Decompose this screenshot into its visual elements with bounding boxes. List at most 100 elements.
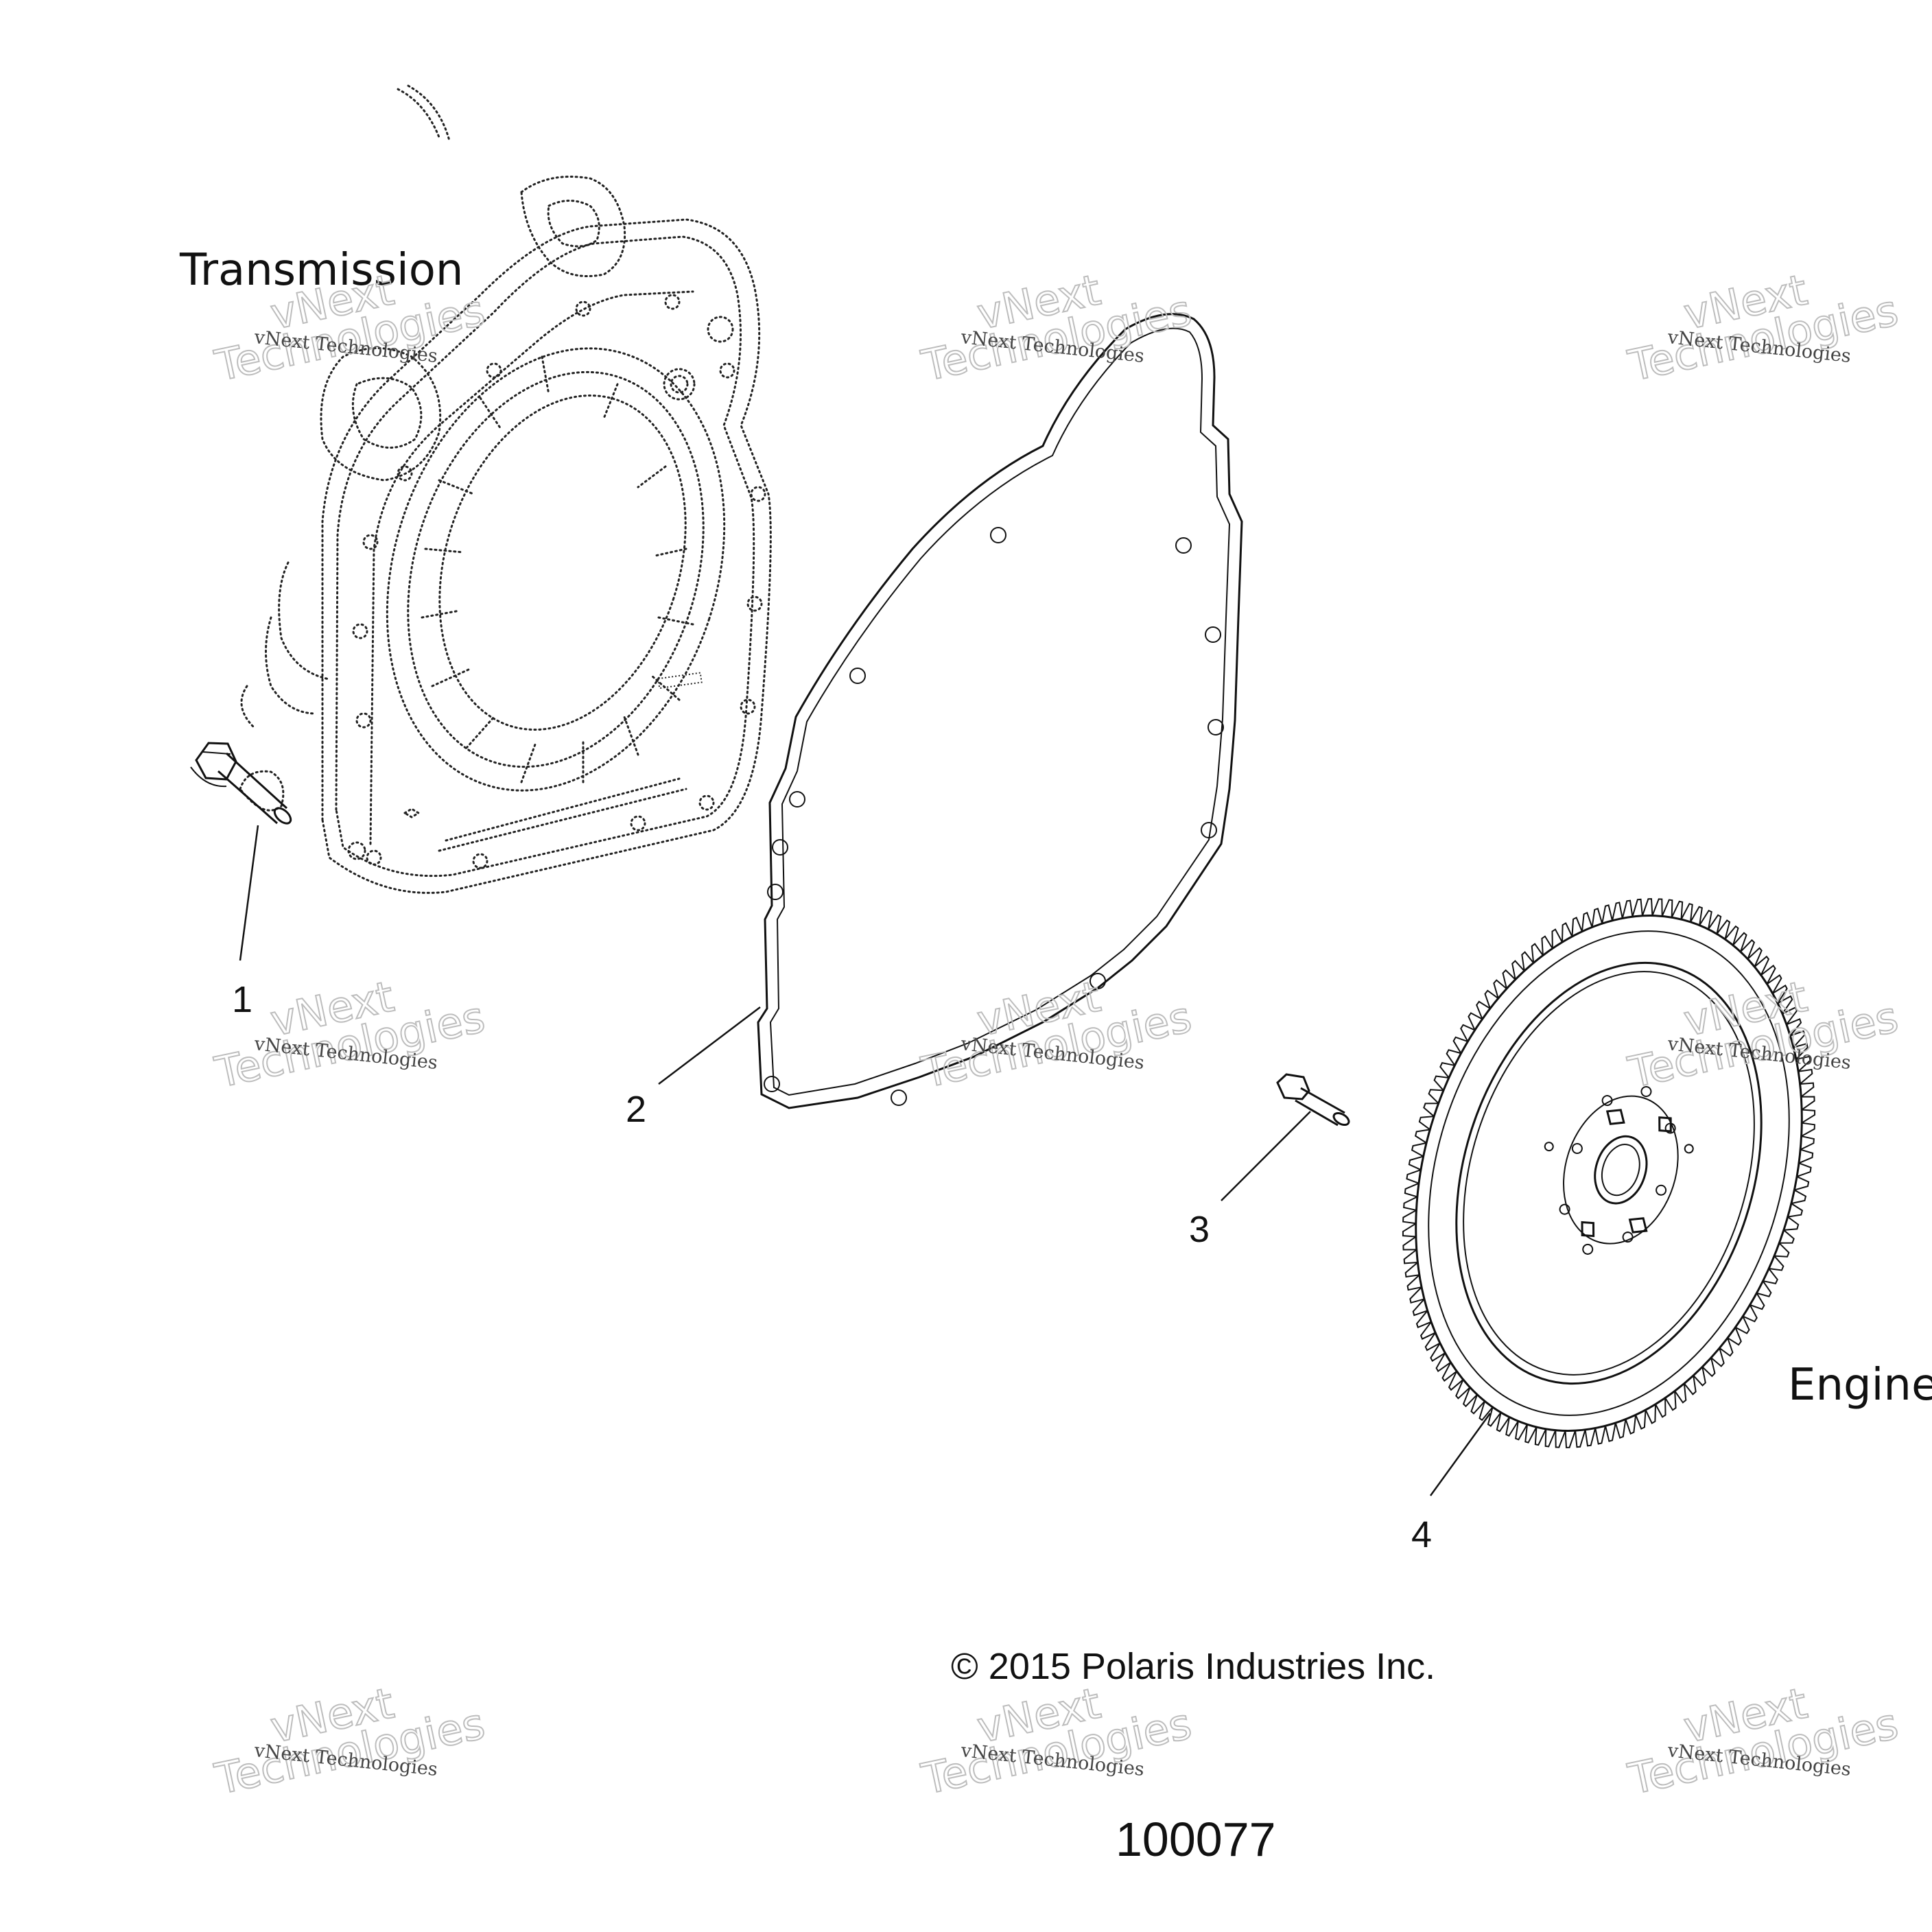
gear-tooth [1581,911,1593,932]
gear-tooth [1402,1223,1417,1238]
gear-tooth [1476,1000,1491,1020]
gear-tooth [1719,1337,1734,1357]
gear-tooth [1756,1280,1772,1297]
gear-tooth [1439,1062,1455,1079]
part-2-gasket [757,313,1243,1109]
gear-tooth [1800,1135,1815,1151]
part-4-flywheel [1402,898,1816,1448]
transmission-housing [239,84,772,894]
gear-tooth [1693,1367,1706,1387]
gear-tooth [1710,1347,1725,1367]
gear-tooth [1798,1068,1813,1085]
callout-4: 4 [1411,1514,1432,1555]
gear-tooth [1769,1255,1784,1271]
gear-tooth [1779,1229,1795,1244]
gear-tooth [1404,1182,1419,1198]
gear-tooth [1433,1075,1449,1092]
leader-1 [239,825,259,961]
gear-tooth [1502,969,1516,989]
gear-tooth [1571,917,1583,937]
gear-tooth [1505,1417,1519,1437]
gear-tooth [1564,1430,1577,1448]
gear-tooth [1418,1116,1435,1131]
gear-tooth [1470,1394,1485,1415]
gear-tooth [1479,1400,1494,1422]
transmission-label: Transmission [179,245,463,296]
gear-tooth [1708,914,1722,934]
gear-tooth [1402,1210,1417,1225]
gear-tooth [1406,1274,1422,1291]
gear-tooth [1424,1332,1441,1352]
gear-tooth [1651,898,1663,917]
engine-label: Engine [1788,1360,1932,1411]
gear-tooth [1796,1162,1812,1177]
gear-tooth [1732,932,1747,952]
gear-tooth [1406,1169,1422,1184]
gear-tooth [1484,989,1499,1009]
gear-tooth [1734,1316,1750,1334]
leader-3 [1221,1111,1311,1201]
gear-tooth [1641,898,1653,917]
watermark-mid-right: vNext Technologies vNext Technologies [1623,971,1903,1098]
gear-tooth [1671,900,1684,920]
gear-tooth [1690,906,1703,926]
gear-tooth [1441,1362,1457,1382]
gear-tooth [1601,904,1613,924]
gear-tooth [1794,1175,1810,1191]
gear-tooth [1419,1321,1436,1340]
gear-tooth [1625,1415,1637,1435]
gear-tooth [1760,965,1776,985]
gear-tooth [1521,951,1534,971]
gear-tooth [1428,1089,1444,1104]
callout-1: 1 [232,979,252,1020]
gear-tooth [1423,1103,1439,1117]
gear-tooth [1790,1030,1806,1048]
gear-tooth [1562,922,1573,943]
gear-tooth [1684,1375,1697,1395]
gear-tooth [1754,955,1770,976]
gear-tooth [1409,1286,1425,1304]
gear-tooth [1801,1122,1815,1137]
watermark-top-right: vNext Technologies vNext Technologies [1623,264,1903,392]
gear-tooth [1468,1012,1483,1030]
gear-tooth [1655,1398,1666,1418]
gear-tooth [1408,1155,1424,1171]
gear-tooth [1511,960,1525,980]
gear-tooth [1791,1189,1807,1205]
gear-tooth [1455,1379,1471,1400]
gear-tooth [1403,1249,1418,1264]
leader-lines [239,825,1492,1496]
gear-tooth [1783,1216,1800,1231]
gear-tooth [1747,947,1763,967]
gear-tooth [1772,984,1788,1004]
gear-tooth [1584,1428,1597,1447]
gear-tooth [1635,1409,1647,1430]
gear-tooth [1786,1018,1802,1037]
gear-tooth [1740,939,1756,960]
gear-tooth [1674,1383,1687,1404]
gear-tooth [1415,1310,1432,1328]
part-1-flange-bolt [190,742,292,825]
gear-tooth [1716,919,1731,940]
gear-tooth [1411,1142,1427,1157]
part-3-flywheel-bolt [1276,1073,1350,1127]
gear-tooth [1614,1419,1627,1439]
gear-tooth [1621,899,1634,919]
gear-tooth [1462,1387,1478,1408]
gear-tooth [1403,1196,1418,1211]
gear-tooth [1612,902,1623,921]
copyright-text: © 2015 Polaris Industries Inc. [951,1646,1435,1687]
gear-tooth [1787,1203,1804,1218]
gear-tooth [1631,898,1643,917]
gear-tooth [1801,1109,1816,1124]
gear-tooth [1551,928,1563,949]
gear-tooth [1645,1404,1656,1424]
gear-tooth [1414,1129,1430,1144]
watermark-bottom-left: vNext Technologies vNext Technologies [210,1677,490,1805]
gear-tooth [1793,1042,1809,1060]
gear-tooth [1487,1406,1502,1427]
leader-2 [658,1006,761,1085]
gear-tooth [1402,1236,1417,1251]
gear-tooth [1534,1426,1547,1446]
